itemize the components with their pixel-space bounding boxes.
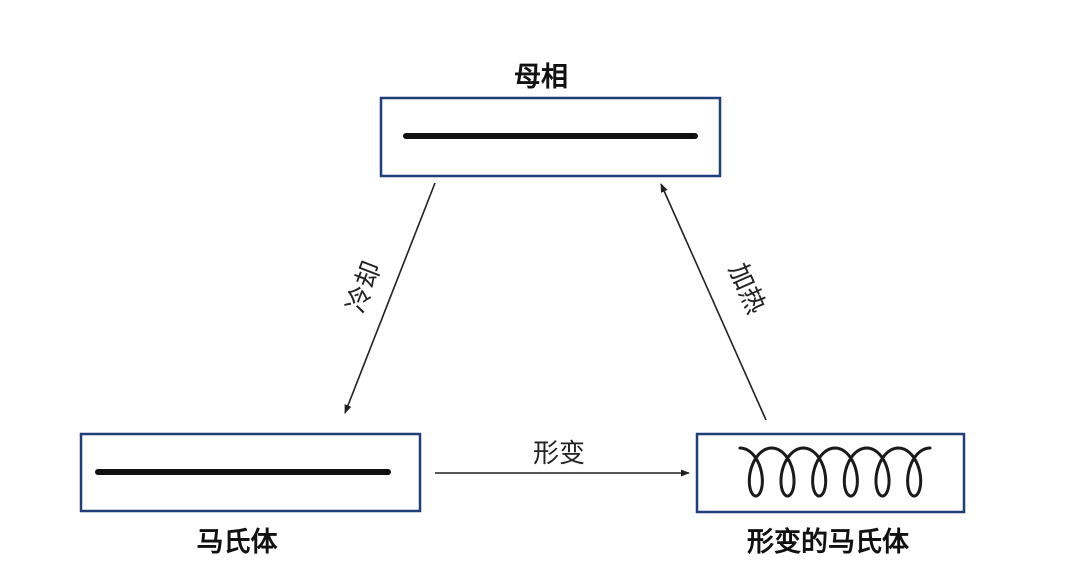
cooling-label: 冷却 (341, 257, 388, 316)
heating-label: 加热 (722, 259, 771, 319)
deformation-label: 形变 (533, 439, 585, 469)
heating-arrow (660, 183, 767, 421)
martensite-label: 马氏体 (197, 527, 279, 558)
parent-phase-label: 母相 (514, 62, 568, 93)
deformed-martensite-label: 形变的马氏体 (747, 526, 910, 558)
coil-spring-icon (738, 446, 932, 498)
cooling-arrow (344, 182, 436, 414)
deformed-martensite-box (695, 432, 966, 514)
